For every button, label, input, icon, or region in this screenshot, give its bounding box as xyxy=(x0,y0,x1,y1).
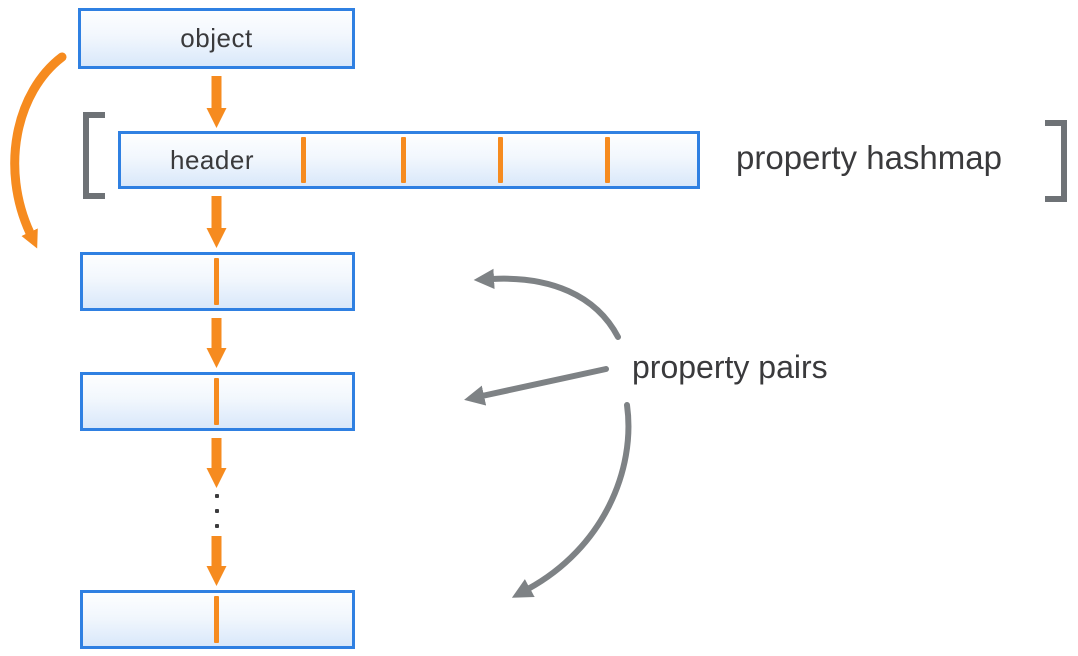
pair-divider xyxy=(214,596,219,643)
pairs-annotation-arrow-bottom xyxy=(511,402,632,598)
property-pair-box xyxy=(80,252,355,311)
header-cell: header xyxy=(121,134,303,186)
object-label: object xyxy=(180,23,253,53)
hashmap-annotation: property hashmap xyxy=(736,139,1002,176)
right-bracket xyxy=(1045,120,1067,202)
object-box: object xyxy=(78,8,355,69)
ellipsis-dot xyxy=(215,509,219,513)
header-label: header xyxy=(170,144,254,175)
property-pair-box xyxy=(80,590,355,649)
pairs-annotation-arrow-middle xyxy=(464,366,609,406)
hashmap-slot-divider xyxy=(301,137,306,183)
ellipsis-dot xyxy=(215,494,219,498)
hashmap-slot-divider xyxy=(498,137,503,183)
pair-divider xyxy=(214,258,219,305)
pairs-annotation-arrow-top xyxy=(473,268,621,340)
hashmap-header-box: header xyxy=(118,131,700,189)
property-pair-box xyxy=(80,372,355,431)
left-bracket xyxy=(83,112,105,199)
ellipsis-dot xyxy=(215,524,219,528)
hashmap-slot-divider xyxy=(401,137,406,183)
object-to-pairs-curved-arrow xyxy=(10,52,67,249)
hashmap-slot-divider xyxy=(605,137,610,183)
pair-divider xyxy=(214,378,219,425)
pairs-annotation: property pairs xyxy=(632,349,828,385)
